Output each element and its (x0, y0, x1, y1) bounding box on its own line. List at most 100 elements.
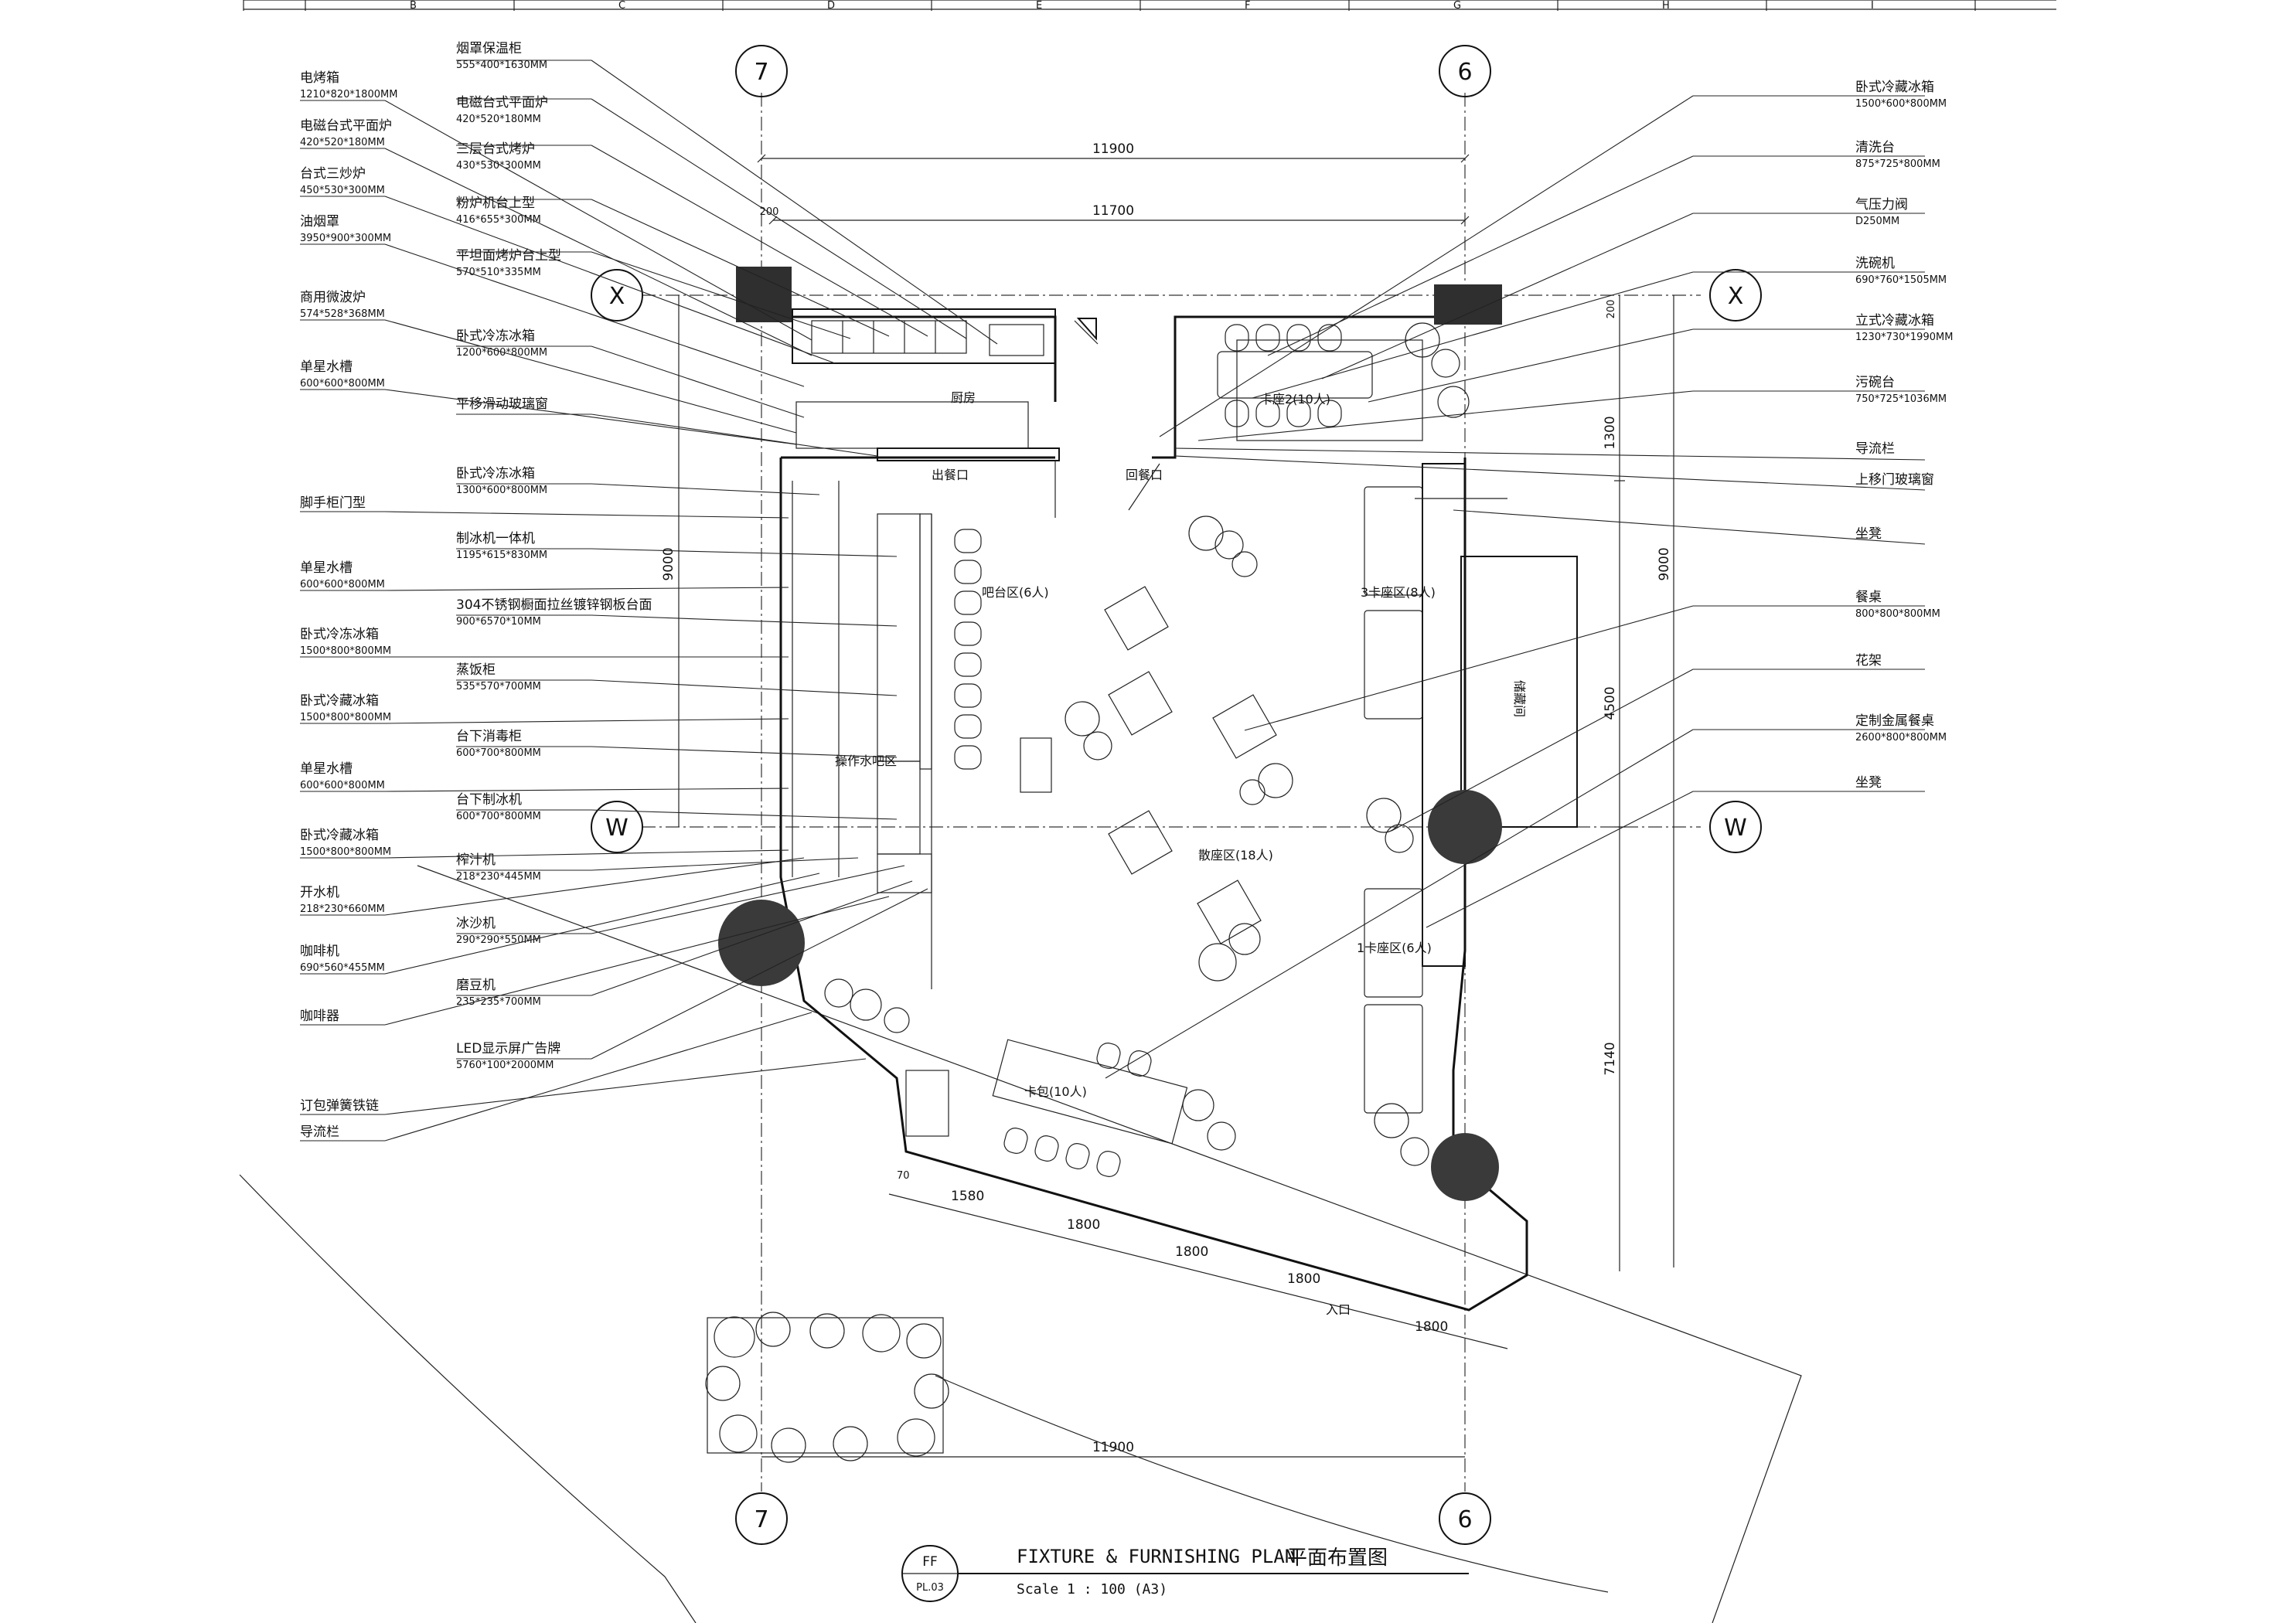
grid-col-6-top: 6 (1457, 59, 1472, 86)
label-spec: 1500*800*800MM (300, 712, 391, 723)
label-spec: 218*230*445MM (456, 871, 541, 883)
label-spec: D250MM (1855, 216, 1899, 227)
dim-right-seg1: 1300 (1603, 416, 1618, 449)
label-spec: 1500*800*800MM (300, 645, 391, 657)
grid-row-x-left: X (609, 283, 625, 310)
grid-col-6-bottom: 6 (1457, 1506, 1472, 1533)
zone-hall: 散座区(18人) (1198, 848, 1273, 863)
label-name: LED显示屏广告牌 (456, 1041, 560, 1056)
ruler-letter: B (410, 0, 417, 12)
title-badge-top: FF (922, 1554, 938, 1570)
label-name: 导流栏 (1855, 441, 1895, 457)
dim-right-small: 200 (1606, 300, 1617, 319)
label-name: 304不锈钢橱面拉丝镀锌钢板台面 (456, 597, 652, 613)
dim-bottom-overall: 11900 (1092, 1440, 1134, 1455)
label-name: 花架 (1855, 653, 1882, 669)
label-name: 订包弹簧铁链 (300, 1098, 379, 1114)
dim-front-seg: 1800 (1415, 1319, 1448, 1335)
label-name: 台式三炒炉 (300, 166, 366, 182)
zone-booth3: 3卡座区(8人) (1361, 585, 1436, 600)
label-spec: 1500*800*800MM (300, 846, 391, 858)
label-spec: 600*600*800MM (300, 378, 385, 390)
label-name: 榨汁机 (456, 852, 496, 868)
label-spec: 218*230*660MM (300, 903, 385, 915)
label-name: 气压力阀 (1855, 197, 1908, 213)
entry: 入口 (1326, 1302, 1351, 1317)
label-spec: 420*520*180MM (300, 137, 385, 148)
grid-col-7-top: 7 (754, 59, 768, 86)
label-spec: 555*400*1630MM (456, 60, 547, 71)
label-name: 导流栏 (300, 1125, 339, 1140)
label-name: 污碗台 (1855, 375, 1895, 390)
label-spec: 420*520*180MM (456, 114, 541, 125)
label-spec: 3950*900*300MM (300, 233, 391, 244)
right-labels: 卧式冷藏冰箱 1500*600*800MM 清洗台 875*725*800MM … (1105, 80, 1953, 1079)
dim-right-seg2: 4500 (1603, 686, 1618, 720)
top-ruler: B C D E F G H I (243, 0, 2056, 12)
building-walls (779, 308, 1578, 1312)
grid-bubbles: 7 6 7 6 X X W W (591, 45, 1762, 1545)
label-name: 烟罩保温柜 (456, 41, 522, 56)
label-name: 餐桌 (1855, 590, 1882, 605)
label-spec: 416*655*300MM (456, 214, 541, 226)
label-spec: 1300*600*800MM (456, 485, 547, 496)
left-labels-col1: 电烤箱 1210*820*1800MM 电磁台式平面炉 420*520*180M… (300, 70, 397, 1142)
label-name: 电磁台式平面炉 (456, 95, 548, 111)
title-scale: Scale 1 : 100 (A3) (1017, 1581, 1167, 1597)
label-name: 卧式冷冻冰箱 (456, 466, 535, 481)
dim-top-overall: 11900 (1092, 141, 1134, 157)
label-spec: 600*600*800MM (300, 579, 385, 590)
title-block: FF PL.03 FIXTURE & FURNISHING PLAN 平面布置图… (901, 1545, 1469, 1602)
label-spec: 290*290*550MM (456, 934, 541, 946)
ruler-letter: H (1662, 0, 1670, 12)
label-spec: 574*528*368MM (300, 308, 385, 320)
label-name: 卧式冷冻冰箱 (300, 627, 379, 642)
title-badge-bottom: PL.03 (916, 1582, 944, 1594)
label-spec: 1500*600*800MM (1855, 98, 1947, 110)
label-spec: 690*760*1505MM (1855, 274, 1947, 286)
label-name: 电烤箱 (300, 70, 339, 86)
grid-lines (642, 93, 1701, 1492)
dim-top-inner: 11700 (1092, 203, 1134, 219)
label-name: 洗碗机 (1855, 256, 1895, 271)
seating (905, 324, 1423, 1177)
label-spec: 875*725*800MM (1855, 158, 1940, 170)
ruler-letter: E (1036, 0, 1042, 12)
label-name: 制冰机一体机 (456, 531, 535, 546)
label-name: 冰沙机 (456, 916, 496, 931)
title-english: FIXTURE & FURNISHING PLAN (1017, 1546, 1296, 1567)
dim-bottom-small: 70 (897, 1170, 910, 1182)
label-name: 坐凳 (1855, 526, 1882, 542)
label-name: 上移门玻璃窗 (1855, 472, 1934, 488)
label-name: 咖啡机 (300, 944, 339, 959)
ruler-letter: I (1871, 0, 1874, 12)
label-name: 脚手柜门型 (300, 495, 366, 511)
label-spec: 1230*730*1990MM (1855, 332, 1953, 343)
zone-long-table: 卡包(10人) (1024, 1084, 1087, 1099)
dim-front-seg: 1800 (1067, 1217, 1100, 1233)
zone-labels: 吧台区(6人) 卡座2(10人) 3卡座区(8人) 散座区(18人) 1卡座区(… (835, 390, 1527, 1317)
site-boundary (239, 865, 1802, 1623)
label-name: 磨豆机 (456, 978, 496, 993)
dim-front-seg: 1580 (951, 1189, 984, 1204)
dim-front-seg: 1800 (1175, 1244, 1208, 1260)
label-name: 台下制冰机 (456, 792, 522, 808)
planting (705, 322, 1470, 1463)
label-name: 清洗台 (1855, 140, 1895, 155)
ruler-letter: F (1245, 0, 1250, 12)
zone-private-top: 卡座2(10人) (1260, 392, 1330, 407)
title-chinese: 平面布置图 (1287, 1546, 1388, 1570)
label-spec: 690*560*455MM (300, 962, 385, 974)
label-name: 卧式冷藏冰箱 (300, 693, 379, 709)
label-name: 粉炉机台上型 (456, 196, 535, 211)
zone-booth1: 1卡座区(6人) (1357, 941, 1432, 955)
dim-left-height: 9000 (661, 547, 676, 580)
label-spec: 430*530*300MM (456, 160, 541, 172)
ruler-letter: G (1453, 0, 1461, 12)
label-name: 卧式冷藏冰箱 (1855, 80, 1934, 95)
label-spec: 600*700*800MM (456, 811, 541, 822)
label-spec: 450*530*300MM (300, 185, 385, 196)
label-spec: 800*800*800MM (1855, 608, 1940, 620)
ruler-letter: C (618, 0, 625, 12)
